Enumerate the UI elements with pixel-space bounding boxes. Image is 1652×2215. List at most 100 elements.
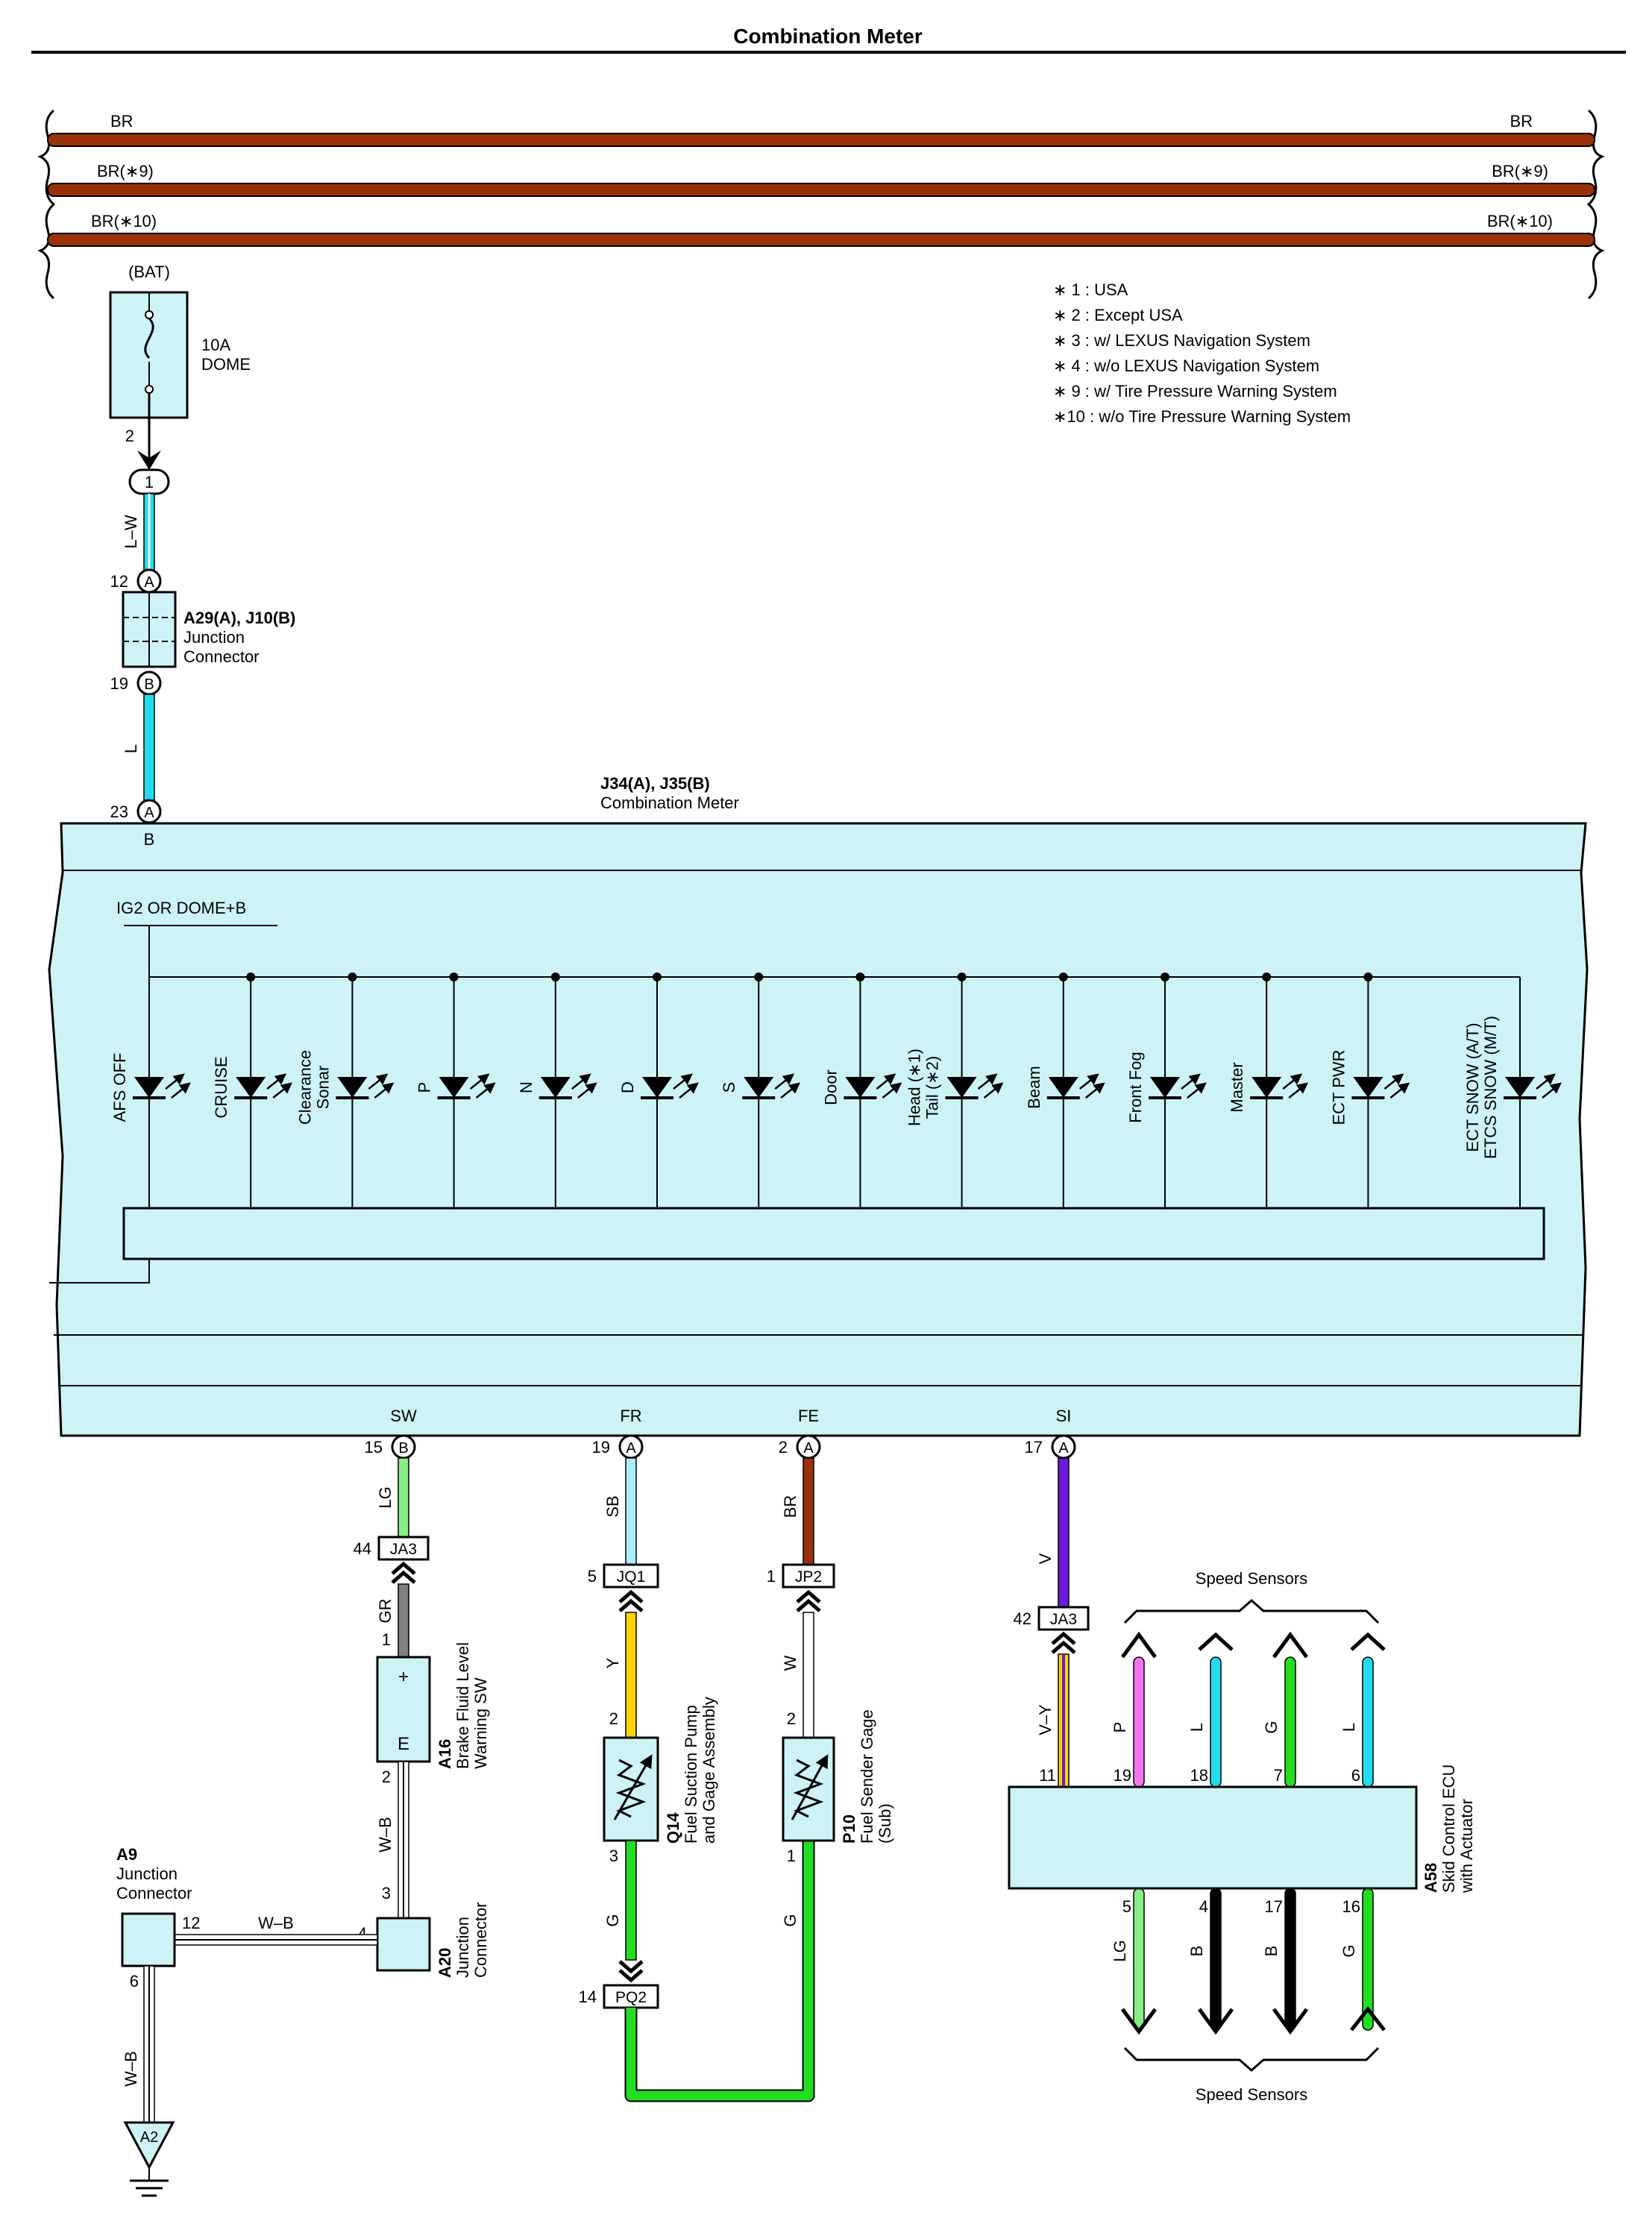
page-title: Combination Meter [733,25,923,48]
sensor-arrow-icon [1350,1632,1386,1651]
power-bus: BR BR BR(∗9) BR(∗9) BR(∗10) BR(∗10) [37,109,1605,300]
led-icon [1149,1073,1207,1099]
a9-id: A9 [116,1845,137,1864]
power-line-2-label-left: BR(∗9) [97,162,154,180]
terminal-si-num: 17 [1025,1438,1043,1457]
a58-pin-num: 11 [1039,1766,1056,1785]
speed-sensors-bottom-brace [1123,2046,1380,2072]
a58-pin-num: 4 [1199,1897,1208,1916]
terminal-si-letter: A [1058,1440,1069,1457]
note-6: ∗10 : w/o Tire Pressure Warning System [1053,407,1351,426]
terminal-sw-num: 15 [365,1438,383,1457]
junction-connector-id: A29(A), J10(B) [183,609,295,627]
sensor-wire [1362,1656,1374,1788]
speed-sensors-bottom: Speed Sensors [1123,2046,1380,2104]
q14-pin-bottom: 3 [609,1847,618,1865]
pin-a-num: 12 [110,572,128,591]
jp2-id: JP2 [795,1568,822,1586]
pq2-chevron-icon [618,1960,644,1983]
a58-pin-num: 5 [1122,1897,1131,1916]
led-icon [1046,1073,1105,1099]
a58-ecu-box [1008,1785,1418,1890]
power-line-3 [47,233,1595,247]
junction-connector-name2: Connector [183,647,260,666]
fr-branch: SB JQ1 5 Y 2 Q14 Fuel Suction Pump and G… [579,1457,815,2102]
power-line-3-label-left: BR(∗10) [91,212,157,230]
junction-connector-name1: Junction [183,628,245,647]
sensor-wire-color: G [1262,1721,1281,1733]
wire-l-label: L [122,744,140,753]
a16-pin-top: 1 [382,1630,391,1649]
fuse-pin: 2 [125,427,134,445]
sensor-wire-color: LG [1111,1940,1129,1961]
sensor-wire-color: B [1262,1946,1281,1957]
sw-branch: LG JA3 44 GR 1 + E A16 Brake Fluid Level… [354,1457,490,1978]
power-line-1-label-left: BR [110,112,134,131]
sensor-arrow-icon [1197,2008,1234,2035]
wire-fr-g-loop [624,1841,815,2102]
wire-l [143,694,155,801]
jq1-chevron-icon [618,1589,644,1612]
a20-name1: Junction [453,1917,472,1978]
a9-pin-right: 12 [182,1914,200,1932]
wire-fr-sb [625,1457,637,1565]
sensor-wire-color: B [1187,1946,1206,1957]
indicator-p: P [415,973,496,1208]
indicator-cruise: CRUISE [212,973,293,1208]
indicator-head-1: Head (∗1)Tail (∗2) [905,973,1004,1208]
a16-pin-bottom: 2 [382,1768,391,1786]
terminal-sw-letter: B [398,1440,408,1457]
meter-pin-b-label: B [144,830,155,849]
p10-name2: (Sub) [876,1803,894,1844]
ground-triangle-icon [123,2121,175,2170]
terminal-fr-label: FR [620,1407,641,1425]
indicator-afs-off: AFS OFF [110,977,191,1208]
indicator-s: S [720,973,801,1208]
wire-fr-g [625,1840,637,1961]
p10-name1: Fuel Sender Gage [858,1709,876,1844]
indicator-ect-pwr: ECT PWR [1329,973,1410,1208]
terminal-fr-letter: A [626,1440,636,1457]
meter-pin-23-letter: A [144,805,154,821]
indicator-door: Door [821,973,902,1208]
sensor-wire-color: L [1187,1723,1206,1732]
indicator-label: Front Fog [1126,1052,1145,1122]
wire-fr-sb-label: SB [603,1495,622,1517]
indicator-label: Door [821,1069,840,1105]
a9-junction-box [121,1912,176,1967]
a58-pin-num: 6 [1351,1766,1360,1785]
sensor-wire-color: L [1339,1723,1358,1732]
fuse-rating: 10A [201,336,230,354]
pin-a-letter: A [144,574,154,591]
indicator-label: D [618,1081,637,1093]
jq1-connector [603,1563,659,1589]
wire-fr-g-label: G [603,1914,622,1926]
note-2: ∗ 2 : Except USA [1053,306,1183,324]
sensor-wire-color: G [1339,1944,1358,1957]
power-line-3-label-right: BR(∗10) [1487,212,1553,230]
sensor-wire [1284,1888,1296,2031]
indicator-label: Sonar [313,1066,332,1110]
wire-sw-wb-label: W–B [376,1817,395,1853]
q14-name2: and Gage Assembly [700,1697,718,1844]
wire-fr-y [625,1612,637,1738]
jp2-pin: 1 [767,1567,776,1586]
a58-pin-num: 7 [1274,1766,1283,1785]
p10-variable-resistor-icon [791,1760,825,1820]
sensor-wire [1284,1656,1296,1788]
a9-branch: W–B 12 A9 Junction Connector 6 W–B A2 [116,1845,378,2197]
notes: ∗ 1 : USA ∗ 2 : Except USA ∗ 3 : w/ LEXU… [1053,280,1351,426]
terminal-fe-num: 2 [779,1438,788,1457]
led-icon [1351,1073,1410,1099]
terminal-fe-label: FE [798,1407,819,1425]
terminal-fe-letter: A [803,1440,814,1457]
led-icon [437,1073,496,1099]
indicator-label: AFS OFF [110,1053,129,1122]
indicator-label: ETCS SNOW (M/T) [1481,1016,1500,1159]
led-icon [336,1073,395,1099]
wire-fe-g-label: G [781,1914,800,1926]
q14-id: Q14 [664,1812,682,1844]
indicator-label: N [517,1081,536,1093]
